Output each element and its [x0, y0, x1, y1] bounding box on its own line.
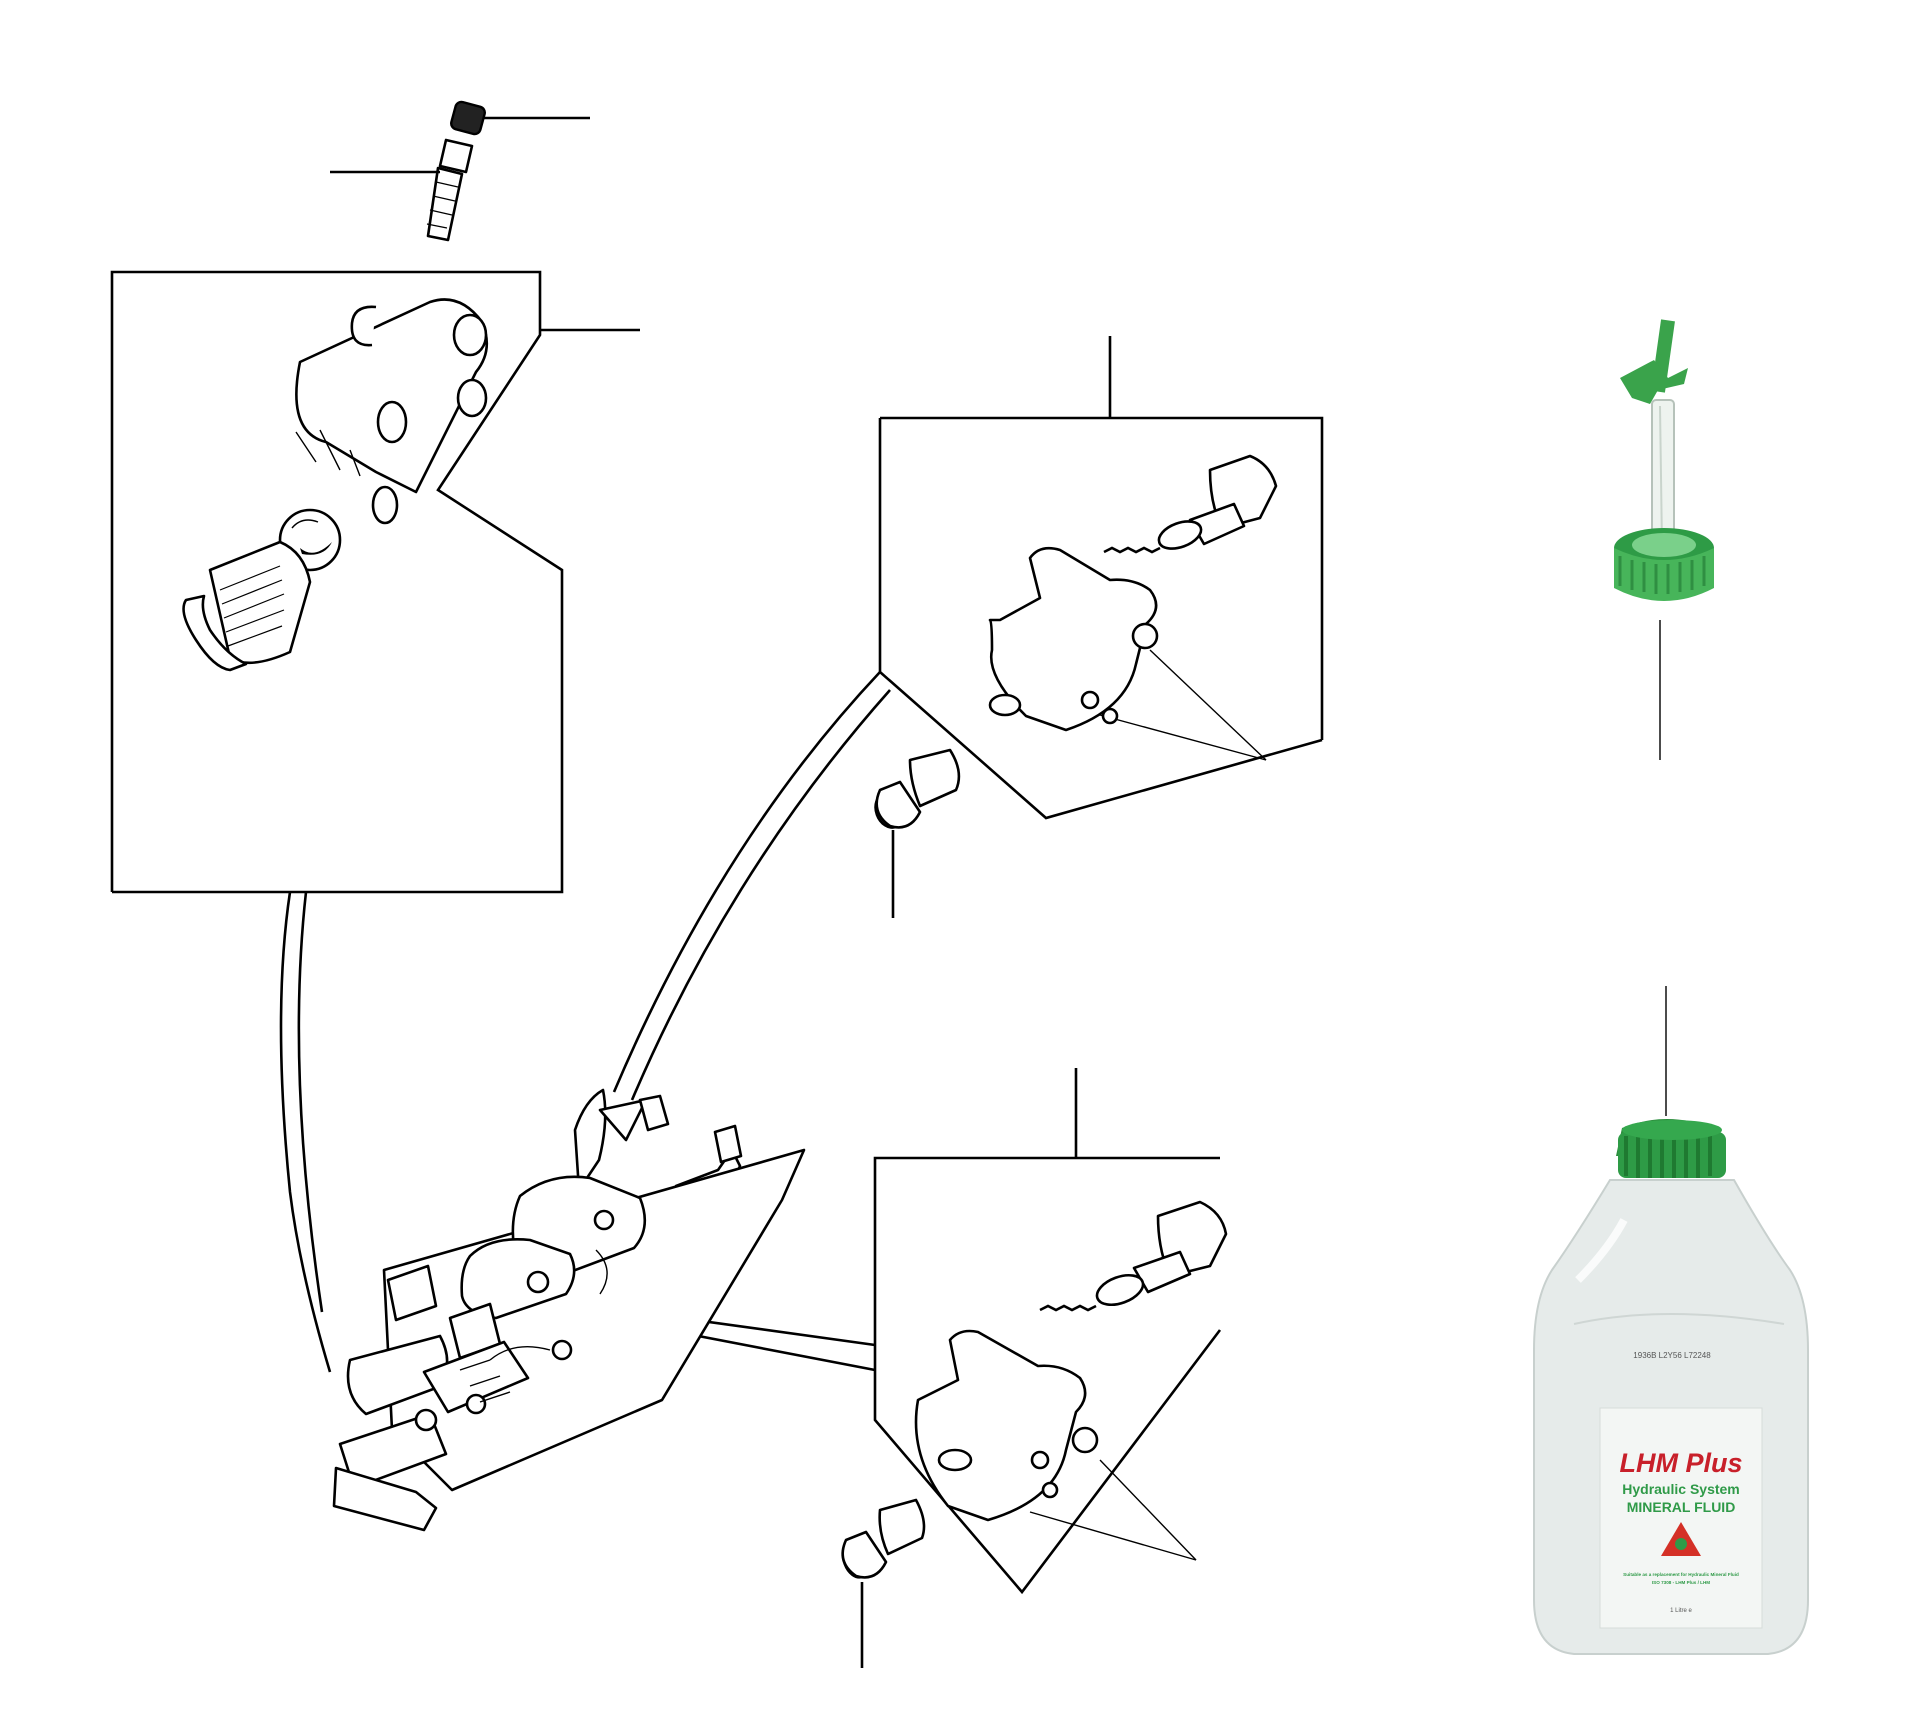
- bottle-label: [1599, 1407, 1763, 1629]
- upper-boot: [874, 748, 961, 918]
- upper-adjuster-bolt: [1103, 454, 1278, 554]
- upper-valve-callout: [110, 270, 640, 894]
- lower-right-callout: [873, 1068, 1222, 1595]
- bottle-fine-print1: Suitable as a replacement for Hydraulic …: [1623, 1572, 1739, 1577]
- bottle-batch-code: 1936B L2Y56 L72248: [1633, 1351, 1711, 1360]
- bleed-screw: [330, 138, 474, 242]
- valve-body: [295, 298, 489, 525]
- bleed-screw-cap: [450, 100, 590, 136]
- callout-leader-lines: [279, 671, 891, 1373]
- bottle-fine-print2: ISO 7308 - LHM Plus / LHM: [1652, 1580, 1710, 1585]
- warning-triangle-icon: [1661, 1522, 1701, 1556]
- lower-regulator-body: [914, 1329, 1099, 1522]
- bottle-line2: MINERAL FLUID: [1627, 1499, 1736, 1515]
- upper-regulator-body: [988, 546, 1159, 732]
- filler-cap-with-hose: [1614, 319, 1714, 760]
- lhm-fluid-bottle: 1936B L2Y56 L72248 LHM Plus Hydraulic Sy…: [1533, 986, 1809, 1655]
- main-valve-assembly: [332, 1088, 806, 1532]
- upper-right-callout: [878, 336, 1324, 820]
- bottle-brand: LHM Plus: [1619, 1448, 1742, 1478]
- lower-boot: [841, 1498, 926, 1668]
- lower-adjuster-bolt: [1039, 1200, 1228, 1312]
- plug-nut: [182, 540, 312, 672]
- bottle-line1: Hydraulic System: [1622, 1481, 1740, 1497]
- bottle-volume: 1 Litre e: [1670, 1608, 1692, 1614]
